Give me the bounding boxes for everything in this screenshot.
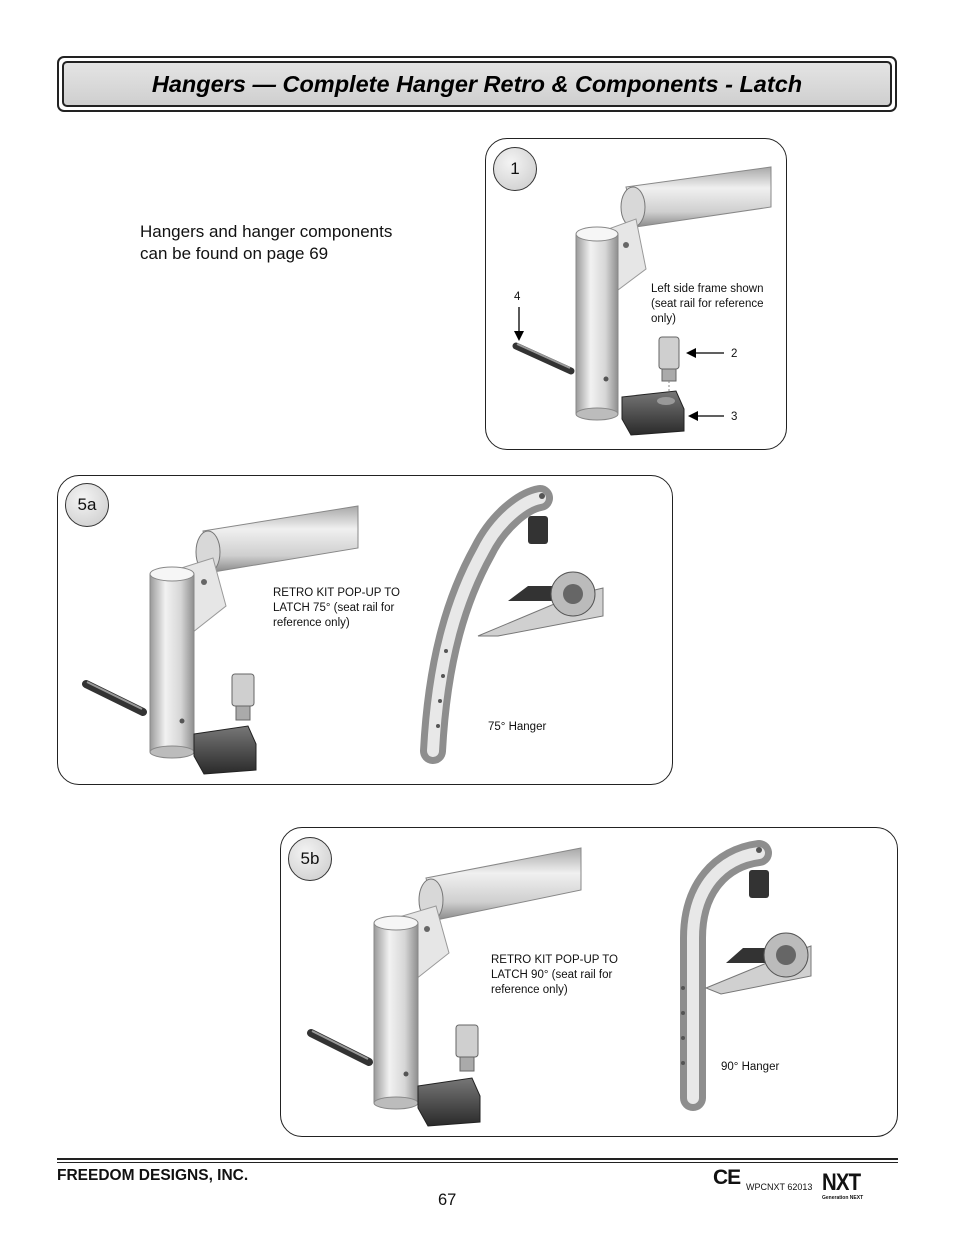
footer-divider-thin xyxy=(57,1162,898,1163)
note-line-1: Left side frame shown xyxy=(651,283,764,295)
note-line-3: reference only) xyxy=(273,617,350,629)
company-name: FREEDOM DESIGNS, INC. xyxy=(57,1167,249,1184)
frame-side-note: Left side frame shown (seat rail for ref… xyxy=(651,282,764,327)
step-5b-panel: 5b RETRO KIT POP-UP TO LAT xyxy=(280,827,898,1137)
document-id: WPCNXT 62013 xyxy=(746,1182,813,1192)
note-line-1: RETRO KIT POP-UP TO xyxy=(273,587,400,599)
retro-kit-75-illustration xyxy=(82,485,604,775)
page-number: 67 xyxy=(438,1191,457,1209)
intro-line-1: Hangers and hanger components xyxy=(140,222,393,241)
step-5a-panel: 5a RETRO KIT POP-UP TO LAT xyxy=(57,475,673,785)
nxt-logo-tagline: Generation NEXT xyxy=(822,1195,864,1201)
retro-kit-90-note: RETRO KIT POP-UP TO LATCH 90° (seat rail… xyxy=(491,953,618,998)
step-1-badge: 1 xyxy=(493,147,537,191)
hanger-90-label: 90° Hanger xyxy=(721,1061,780,1073)
note-line-3: reference only) xyxy=(491,984,568,996)
note-line-1: RETRO KIT POP-UP TO xyxy=(491,954,618,966)
ce-mark-icon: CE xyxy=(713,1166,741,1189)
frame-illustration-step-1 xyxy=(512,166,772,436)
note-line-3: only) xyxy=(651,313,676,325)
hanger-75-label: 75° Hanger xyxy=(488,721,547,733)
nxt-logo: NXT xyxy=(822,1169,861,1196)
note-line-2: LATCH 75° (seat rail for xyxy=(273,602,395,614)
step-5b-badge: 5b xyxy=(288,837,332,881)
step-5a-badge: 5a xyxy=(65,483,109,527)
page-header-banner: Hangers — Complete Hanger Retro & Compon… xyxy=(57,56,897,112)
callout-3-label: 3 xyxy=(731,411,738,423)
intro-text: Hangers and hanger components can be fou… xyxy=(140,221,440,265)
note-line-2: LATCH 90° (seat rail for xyxy=(491,969,613,981)
retro-kit-90-illustration xyxy=(307,840,812,1127)
callout-2-label: 2 xyxy=(731,348,738,360)
footer-divider xyxy=(57,1158,898,1160)
intro-line-2: can be found on page 69 xyxy=(140,244,329,263)
callout-4-label: 4 xyxy=(514,291,521,303)
page-title: Hangers — Complete Hanger Retro & Compon… xyxy=(151,70,803,97)
note-line-2: (seat rail for reference xyxy=(651,298,764,310)
header-inner-frame: Hangers — Complete Hanger Retro & Compon… xyxy=(62,61,892,107)
retro-kit-75-note: RETRO KIT POP-UP TO LATCH 75° (seat rail… xyxy=(273,586,400,631)
step-1-panel: 1 4 2 3 Left side frame shown (seat r xyxy=(485,138,787,450)
